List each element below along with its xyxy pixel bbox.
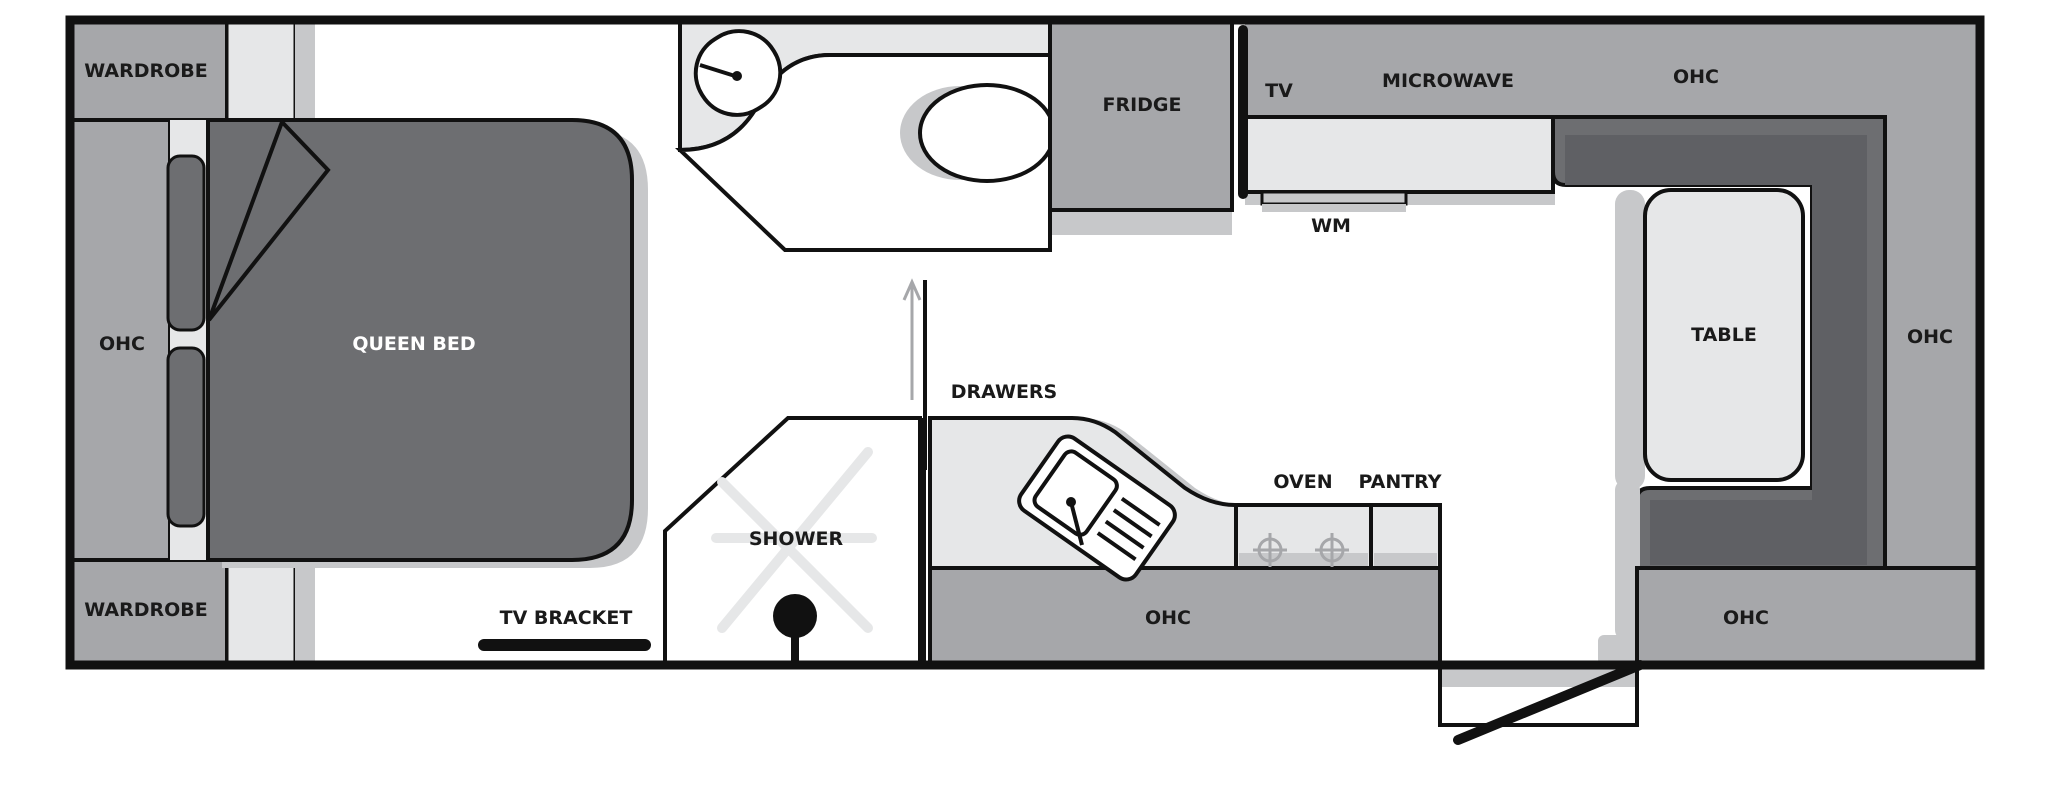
queen-bed-label: QUEEN BED — [352, 333, 475, 355]
bed-corner-fold — [207, 118, 331, 322]
arrow-up-icon — [902, 278, 922, 301]
fridge-shadow — [1052, 210, 1232, 235]
dinette-cushion-right — [1812, 135, 1867, 565]
fridge-label: FRIDGE — [1102, 94, 1181, 116]
basin-drain — [732, 71, 742, 81]
dinette-cushion-bottom — [1650, 500, 1867, 565]
wardrobe-top-shadow — [295, 20, 315, 120]
basin-tap — [699, 63, 736, 78]
ohc-right-cabinet — [1885, 20, 1980, 665]
caravan-outline — [65, 15, 1985, 670]
ohc-right-label: OHC — [1907, 326, 1953, 348]
oven-shadow — [1239, 553, 1368, 566]
pantry-label: PANTRY — [1358, 471, 1441, 493]
pantry-shadow — [1374, 553, 1437, 566]
queen-bed — [206, 118, 634, 562]
microwave-label: MICROWAVE — [1382, 70, 1514, 92]
ohc-left-cabinet — [68, 118, 172, 562]
washing-machine — [1260, 190, 1408, 206]
dinette-shadow — [1615, 190, 1645, 490]
ohc-bottom-right-label: OHC — [1723, 607, 1769, 629]
ohc-kitchen-cabinet — [928, 566, 1442, 667]
entry-shadow-vert — [1615, 480, 1640, 640]
counter-top — [1243, 115, 1555, 194]
shower-head-stem — [791, 630, 799, 665]
table-label: TABLE — [1691, 324, 1757, 346]
ohc-left-label: OHC — [99, 333, 145, 355]
tv-bracket-label: TV BRACKET — [500, 607, 633, 629]
shower-head — [773, 594, 817, 638]
ohc-kitchen-label: OHC — [1145, 607, 1191, 629]
entry-door — [1453, 660, 1645, 745]
burner-icon — [1253, 533, 1287, 567]
wardrobe-top-gap — [225, 18, 297, 122]
shower-label: SHOWER — [749, 528, 844, 550]
wardrobe-bottom-gap — [225, 558, 297, 667]
fridge — [1048, 18, 1234, 212]
ohc-top-cabinet — [1245, 20, 1980, 117]
sink-drain — [1066, 497, 1076, 507]
bedside-shelf-top — [166, 154, 206, 332]
sink-tap — [1069, 501, 1084, 546]
wm-shadow — [1262, 204, 1406, 212]
wardrobe-top-label: WARDROBE — [84, 60, 207, 82]
shower-drain-cross — [711, 447, 877, 633]
wardrobe-bottom-shadow — [295, 560, 315, 665]
bedside-shelf-bottom — [166, 346, 206, 528]
ohc-bottom-right-cabinet — [1635, 566, 1982, 667]
tv-label: TV — [1265, 80, 1293, 102]
toilet — [918, 83, 1056, 183]
sink-icon — [1017, 434, 1177, 582]
oven-label: OVEN — [1273, 471, 1332, 493]
drawers-label: DRAWERS — [951, 381, 1058, 403]
wardrobe-bottom-label: WARDROBE — [84, 599, 207, 621]
ohc-top-label: OHC — [1673, 66, 1719, 88]
burner-icon — [1315, 533, 1349, 567]
dining-table — [1643, 188, 1805, 482]
wardrobe-top — [68, 18, 229, 122]
wm-label: WM — [1311, 215, 1351, 237]
entry-shadow — [1598, 635, 1638, 665]
